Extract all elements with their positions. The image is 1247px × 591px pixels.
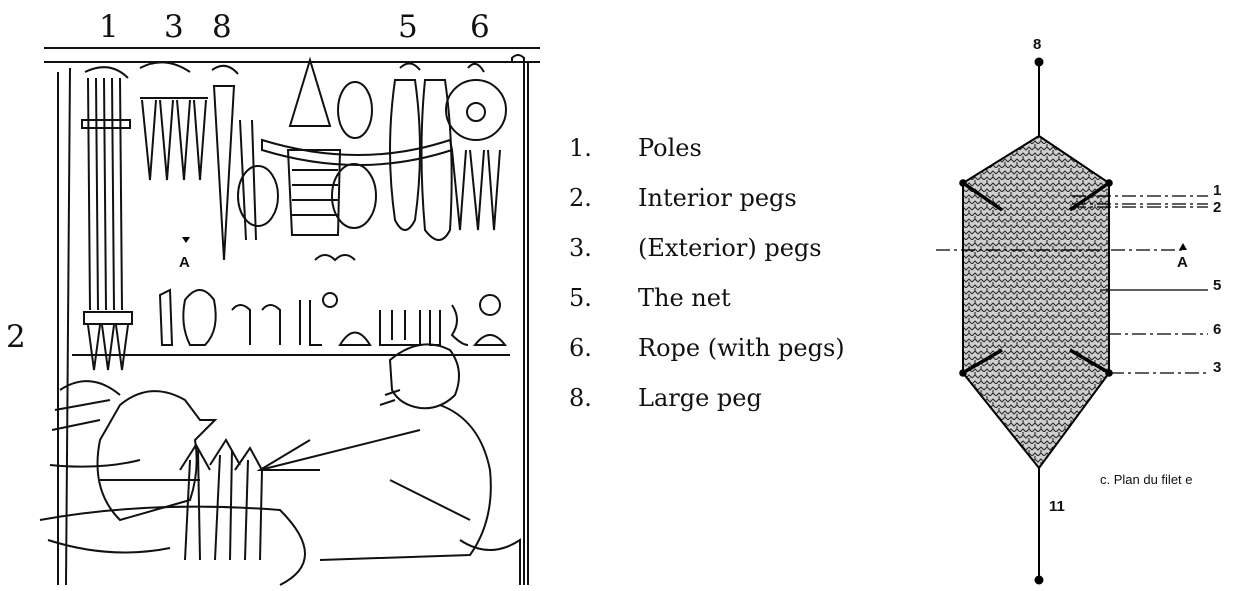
legend-item-label: (Exterior) pegs (638, 228, 822, 278)
legend-item: 3.(Exterior) pegs (569, 228, 845, 278)
legend-item: 2.Interior pegs (569, 178, 845, 228)
legend-item-number: 8. (569, 378, 638, 428)
legend-list: 1.Poles 2.Interior pegs 3.(Exterior) peg… (569, 128, 845, 428)
relief-label-exterior-pegs: 3 (164, 12, 184, 43)
legend-item-number: 6. (569, 328, 638, 378)
net-plan-section-label-left: A (179, 254, 190, 271)
legend-item-label: The net (638, 278, 731, 328)
net-plan-section-arrow-right (1179, 243, 1187, 250)
relief-label-large-peg: 8 (212, 12, 232, 43)
legend-item-number: 2. (569, 178, 638, 228)
net-plan-mesh (963, 136, 1109, 468)
net-plan-top-peg (1035, 58, 1044, 67)
legend-item-number: 3. (569, 228, 638, 278)
net-plan-section-arrow-left (182, 237, 190, 243)
legend-item-number: 1. (569, 128, 638, 178)
legend-item-label: Poles (638, 128, 702, 178)
relief-seated-man (260, 344, 520, 585)
relief-label-rope: 6 (470, 12, 490, 43)
egyptian-relief (40, 48, 540, 585)
relief-label-poles: 1 (99, 12, 119, 43)
legend-item: 1.Poles (569, 128, 845, 178)
net-plan-caption: c. Plan du filet e (1100, 472, 1193, 487)
relief-ground (40, 507, 305, 585)
legend-item-number: 5. (569, 278, 638, 328)
legend-item: 6.Rope (with pegs) (569, 328, 845, 378)
relief-right-column (512, 55, 524, 585)
relief-label-interior-pegs: 2 (6, 322, 26, 353)
legend-item: 8.Large peg (569, 378, 845, 428)
relief-left-post-2 (66, 68, 70, 585)
relief-label-net: 5 (398, 12, 418, 43)
net-plan-bottom-peg (1035, 576, 1044, 585)
legend-item-label: Large peg (638, 378, 762, 428)
net-plan-label-bottom: 11 (1049, 498, 1065, 515)
legend-item-label: Rope (with pegs) (638, 328, 845, 378)
net-plan-section-label-right: A (1177, 254, 1188, 271)
relief-hieroglyphs (72, 255, 510, 355)
relief-rope-with-pegs (446, 64, 506, 230)
net-plan-label-poles: 1 (1213, 182, 1221, 199)
relief-poles (82, 67, 132, 370)
net-plan-label-interior-pegs: 2 (1213, 199, 1221, 216)
legend-item-label: Interior pegs (638, 178, 797, 228)
net-plan-label-net: 5 (1213, 277, 1221, 294)
net-plan-label-top: 8 (1033, 36, 1041, 53)
net-plan-label-exterior-pegs: 3 (1213, 359, 1221, 376)
legend-item: 5.The net (569, 278, 845, 328)
relief-bird (50, 381, 215, 520)
relief-exterior-pegs (140, 62, 208, 180)
relief-large-peg (212, 66, 256, 260)
net-plan-label-rope: 6 (1213, 321, 1221, 338)
relief-papyrus (180, 440, 262, 560)
